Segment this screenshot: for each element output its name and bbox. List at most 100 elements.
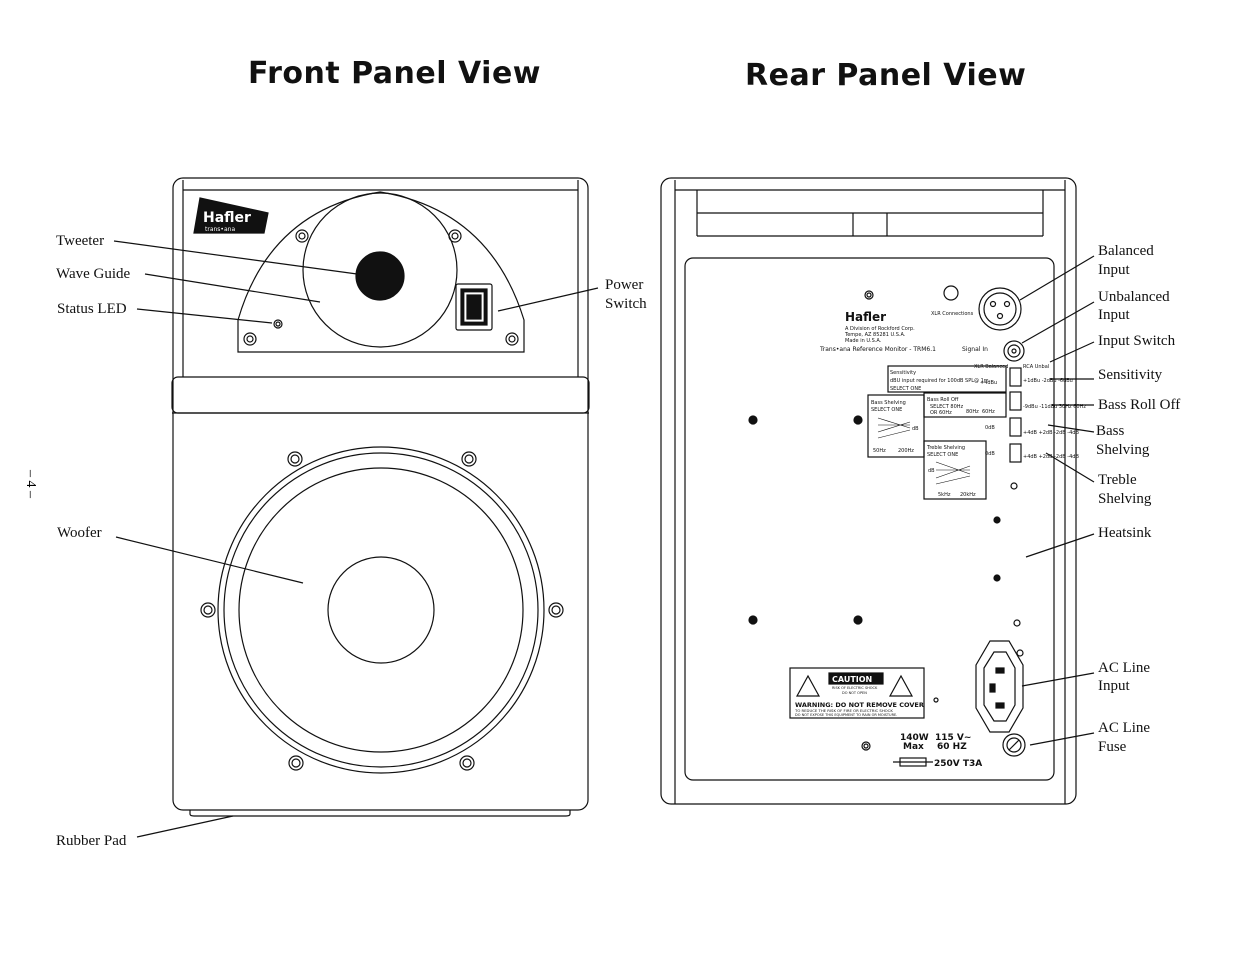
woofer-cone xyxy=(238,467,524,753)
bass-0db: 0dB xyxy=(985,425,995,431)
screw-icon xyxy=(853,615,863,625)
sensitivity-value: +4dBu xyxy=(980,380,997,386)
treble-0db: 0dB xyxy=(985,451,995,457)
screw-icon xyxy=(864,290,874,300)
freq-60-label: 60Hz xyxy=(982,409,995,415)
front-logo-sub: trans•ana xyxy=(205,226,235,233)
bass-roll-off-title: Bass Roll Off xyxy=(927,397,959,403)
tweeter-label: Tweeter xyxy=(56,233,105,249)
screw-icon xyxy=(1013,619,1021,627)
screw-icon xyxy=(548,602,564,618)
treble-freq-20k: 20kHz xyxy=(960,492,976,498)
screw-icon xyxy=(459,755,475,771)
company-line-1: A Division of Rockford Corp. xyxy=(845,326,915,332)
wave-guide xyxy=(302,192,458,348)
bass-shelving-panel xyxy=(867,394,925,458)
front-panel-title: Front Panel View xyxy=(248,56,542,91)
screw-icon xyxy=(1010,482,1018,490)
screw-icon xyxy=(295,229,309,243)
warning-text: WARNING: DO NOT REMOVE COVER xyxy=(795,701,924,709)
ac-line-input-label-1: AC Line xyxy=(1098,660,1151,676)
amplifier-plate xyxy=(684,257,1055,781)
treble-freq-5k: 5kHz xyxy=(938,492,951,498)
sensitivity-select: SELECT ONE xyxy=(890,386,921,392)
sensitivity-panel xyxy=(887,365,1007,393)
heatsink-screw xyxy=(993,574,1001,582)
caution-sub-1: RISK OF ELECTRIC SHOCK xyxy=(832,686,878,690)
balanced-input-connector[interactable] xyxy=(978,287,1022,331)
status-led xyxy=(273,319,283,329)
warning-sub-2: DO NOT EXPOSE THIS EQUIPMENT TO RAIN OR … xyxy=(795,713,897,717)
screw-icon xyxy=(448,229,462,243)
rear-panel-title: Rear Panel View xyxy=(745,58,1027,93)
model-label: Trans•ana Reference Monitor - TRM6.1 xyxy=(819,346,936,353)
xlr-balanced-label: XLR Balanced xyxy=(974,364,1008,370)
bass-roll-off-switch[interactable] xyxy=(1009,417,1022,437)
power-rating-max: Max xyxy=(903,742,924,752)
woofer-dustcap xyxy=(327,556,435,664)
ac-line-input-label-2: Input xyxy=(1098,678,1130,694)
ac-line-fuse-label-1: AC Line xyxy=(1098,720,1151,736)
bass-freq-200: 200Hz xyxy=(898,448,914,454)
roll-off-options: -9dBu -11dBu 30Hz 60Hz xyxy=(1023,404,1086,410)
ac-line-fuse[interactable] xyxy=(1002,733,1026,757)
bass-shelving-label-2: Shelving xyxy=(1096,442,1150,458)
tweeter-panel xyxy=(237,191,525,353)
bass-shelving-options: +4dB +2dB -2dB -4dB xyxy=(1023,430,1079,436)
sensitivity-switch[interactable] xyxy=(1009,391,1022,411)
bass-shelving-select: SELECT ONE xyxy=(871,407,902,413)
treble-shelving-title: Treble Shelving xyxy=(926,445,965,451)
screw-icon xyxy=(861,741,871,751)
company-line-3: Made in U.S.A. xyxy=(845,338,882,344)
screw-icon xyxy=(287,451,303,467)
bass-shelving-label-1: Bass xyxy=(1096,423,1125,439)
balanced-input-label-1: Balanced xyxy=(1098,243,1154,259)
caution-text: CAUTION xyxy=(832,675,872,684)
screw-icon xyxy=(853,415,863,425)
rear-cabinet xyxy=(660,177,1077,805)
input-switch[interactable] xyxy=(1009,367,1022,387)
treble-shelving-label-1: Treble xyxy=(1098,472,1137,488)
company-line-2: Tempe, AZ 85281 U.S.A. xyxy=(844,332,906,338)
unbalanced-input-connector[interactable] xyxy=(1003,340,1025,362)
treble-shelving-options: +4dB +2dB -2dB -4dB xyxy=(1023,454,1079,460)
power-switch-label-2: Switch xyxy=(605,296,647,312)
tweeter xyxy=(355,251,405,301)
bass-db-label: dB xyxy=(912,426,919,432)
power-switch-label-1: Power xyxy=(605,277,644,293)
sensitivity-title: Sensitivity xyxy=(890,370,916,376)
bass-shelving-title: Bass Shelving xyxy=(871,400,906,406)
front-logo-brand: Hafler xyxy=(203,210,251,226)
ac-line-fuse-label-2: Fuse xyxy=(1098,739,1127,755)
fuse-rating: 250V T3A xyxy=(934,759,982,769)
balanced-input-label-2: Input xyxy=(1098,262,1130,278)
bass-shelving-switch[interactable] xyxy=(1009,443,1022,463)
rubber-pad-label: Rubber Pad xyxy=(56,833,127,849)
screw-icon xyxy=(748,615,758,625)
screw-icon xyxy=(200,602,216,618)
unbalanced-input-label-2: Input xyxy=(1098,307,1130,323)
caution-label xyxy=(789,667,925,719)
xlr-connections-label: XLR Connections xyxy=(931,311,974,317)
screw-icon xyxy=(1016,649,1024,657)
caution-sub-2: DO NOT OPEN xyxy=(842,691,867,695)
treble-shelving-panel xyxy=(923,440,987,500)
sensitivity-label: Sensitivity xyxy=(1098,367,1163,383)
power-rating: 140W xyxy=(900,733,929,743)
sensitivity-options: +1dBu -2dBu -6dBu xyxy=(1023,378,1073,384)
bass-roll-off-label: Bass Roll Off xyxy=(1098,397,1181,413)
power-switch[interactable] xyxy=(455,283,493,331)
unbalanced-input-label-1: Unbalanced xyxy=(1098,289,1170,305)
screw-icon xyxy=(288,755,304,771)
treble-shelving-select: SELECT ONE xyxy=(927,452,958,458)
wave-guide-label: Wave Guide xyxy=(56,266,131,282)
ac-line-input[interactable] xyxy=(975,640,1024,733)
bass-roll-off-or: OR 60Hz xyxy=(930,410,952,416)
woofer-surround xyxy=(217,446,545,774)
screw-icon xyxy=(461,451,477,467)
heatsink-label: Heatsink xyxy=(1098,525,1152,541)
warning-sub-1: TO REDUCE THE RISK OF FIRE OR ELECTRIC S… xyxy=(794,708,893,713)
voltage-rating: 115 V~ xyxy=(935,733,971,743)
screw-icon xyxy=(933,697,939,703)
